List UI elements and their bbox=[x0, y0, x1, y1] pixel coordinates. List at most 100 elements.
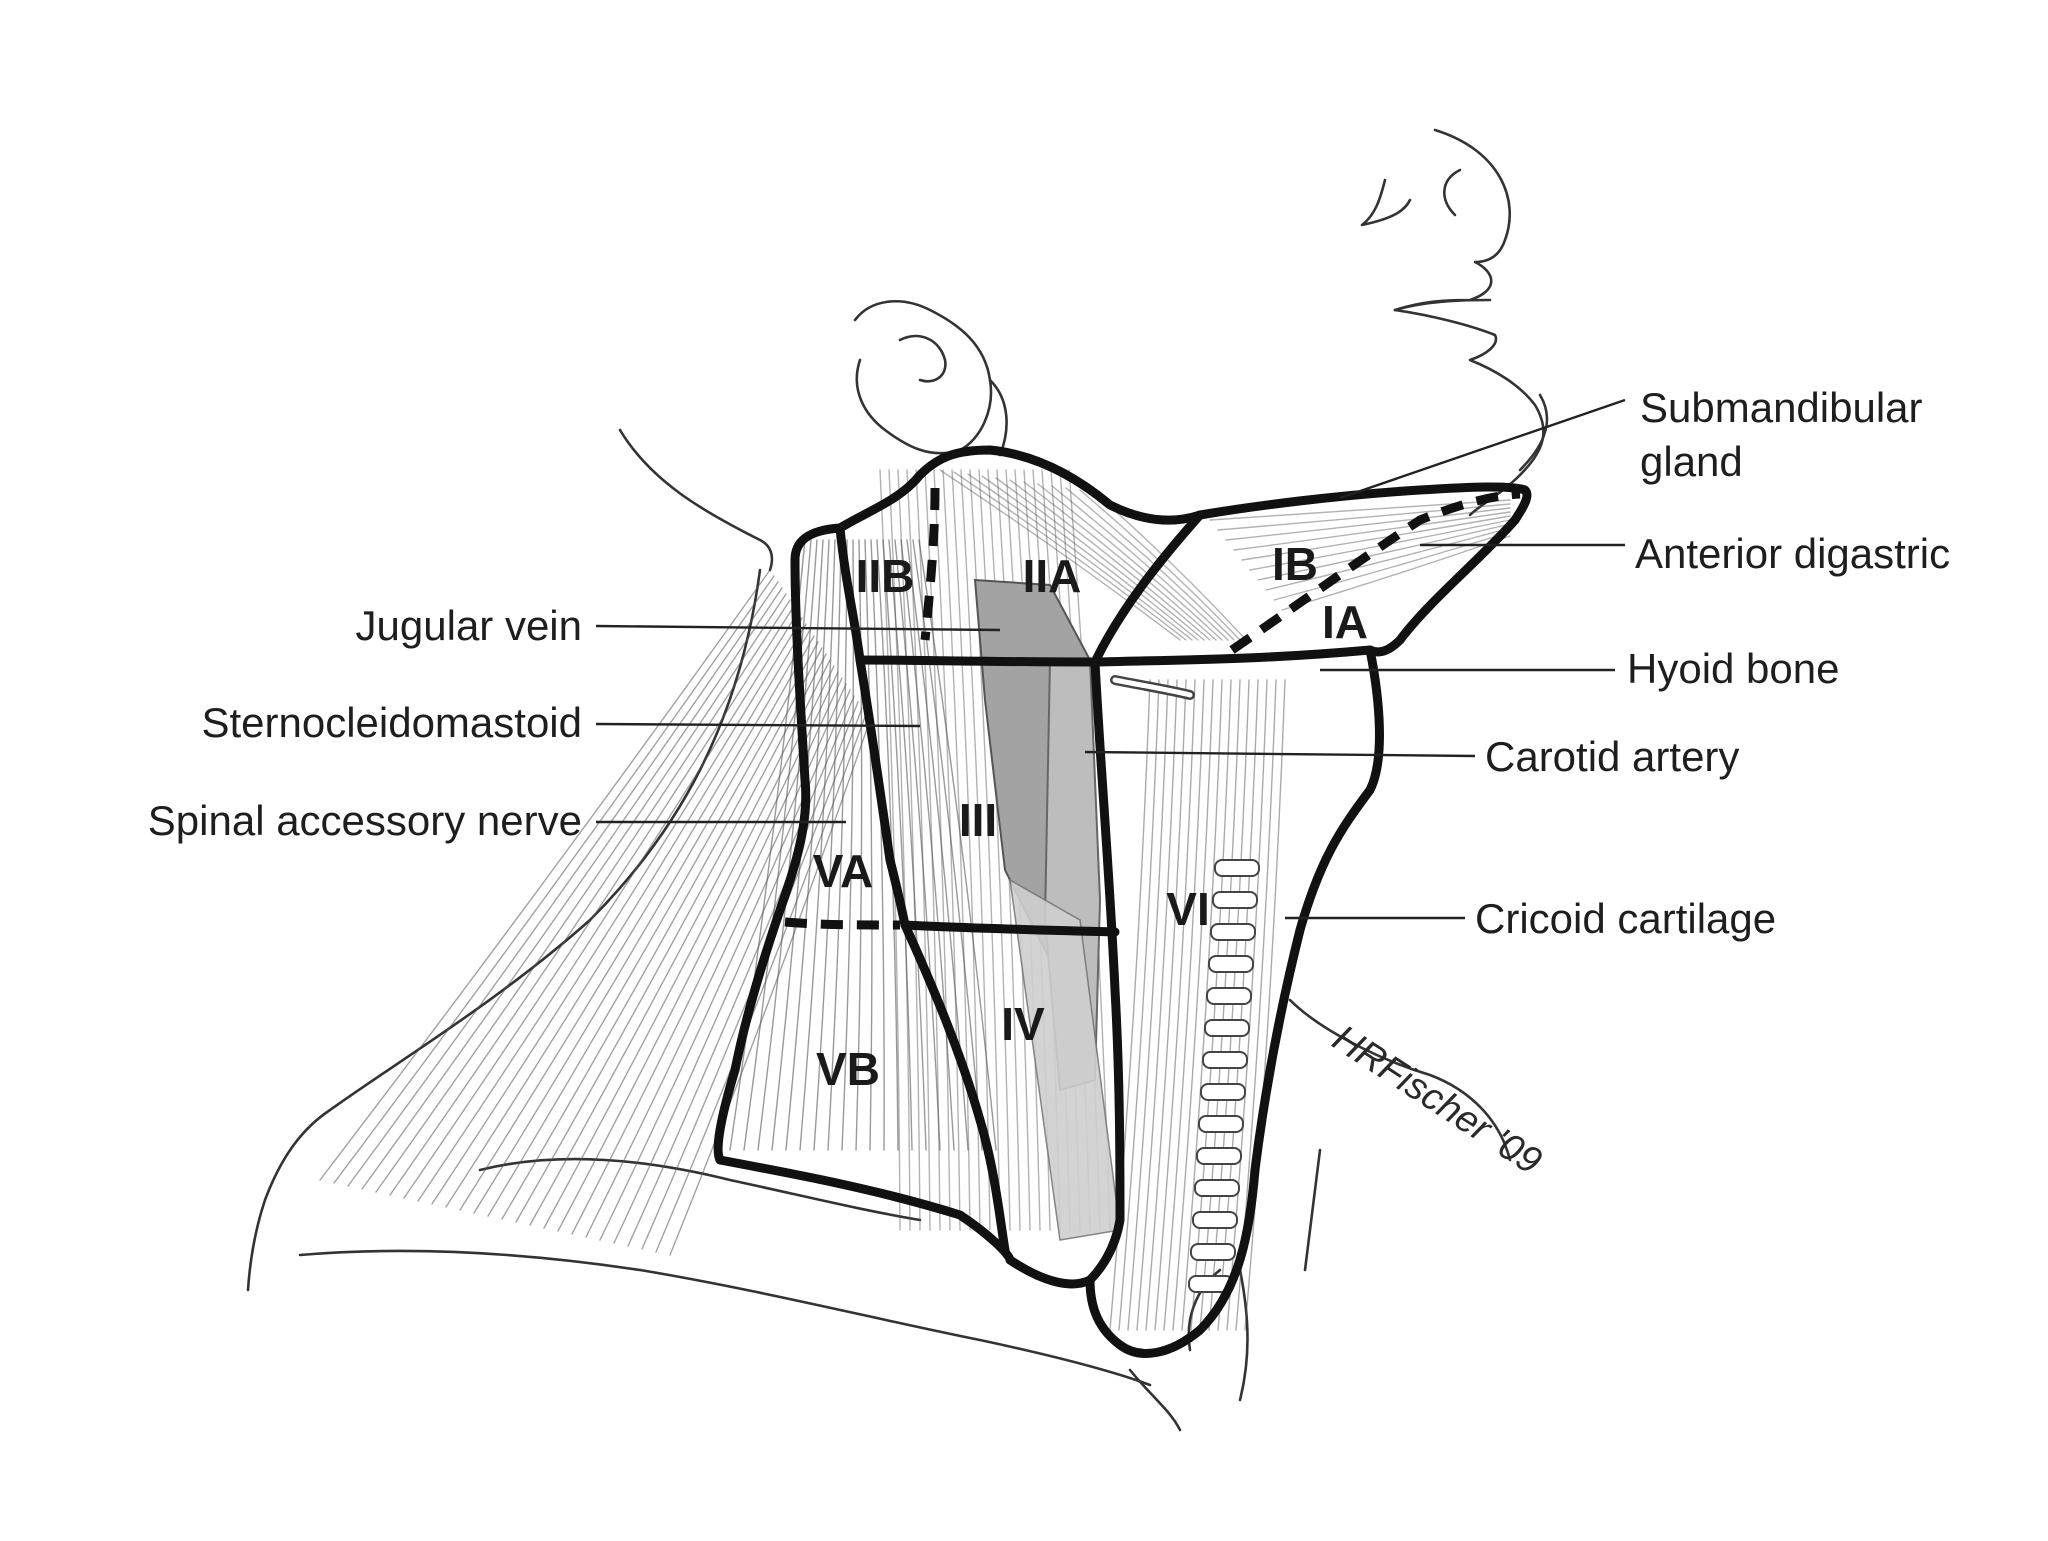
striation bbox=[864, 539, 873, 1151]
striation bbox=[585, 683, 847, 1238]
striation bbox=[870, 539, 885, 1151]
label-submandibular-line1: Submandibular bbox=[1640, 384, 1923, 431]
striation bbox=[967, 473, 1193, 641]
label-cricoid-cartilage: Cricoid cartilage bbox=[1475, 895, 1776, 942]
trachea-ring bbox=[1212, 891, 1258, 909]
striation bbox=[743, 539, 812, 1151]
trachea-ring bbox=[1208, 955, 1254, 973]
body-outline bbox=[246, 128, 1549, 1432]
striation bbox=[1127, 679, 1169, 1331]
striation bbox=[1265, 527, 1511, 591]
trachea-ring bbox=[1204, 1019, 1250, 1037]
trachea-ring bbox=[1200, 1083, 1246, 1101]
striation bbox=[1233, 511, 1511, 551]
leader-jugular bbox=[595, 624, 1001, 632]
striation bbox=[897, 469, 921, 1231]
label-submandibular-line2: gland bbox=[1640, 438, 1743, 485]
level-VB: VB bbox=[816, 1043, 880, 1095]
striation bbox=[813, 539, 842, 1151]
level-IIB: IIB bbox=[856, 550, 915, 602]
striation bbox=[855, 539, 863, 1151]
striation bbox=[939, 469, 1181, 641]
trachea-ring bbox=[1202, 1051, 1248, 1069]
striation bbox=[319, 569, 771, 1181]
striation bbox=[417, 611, 799, 1202]
striation bbox=[978, 469, 1011, 1231]
striation bbox=[627, 701, 859, 1247]
striation bbox=[918, 539, 997, 1151]
level-VI: VI bbox=[1166, 883, 1209, 935]
striation bbox=[933, 469, 961, 1231]
striation bbox=[1079, 489, 1241, 641]
striation bbox=[1118, 679, 1160, 1331]
striation bbox=[669, 719, 871, 1256]
striation bbox=[888, 539, 927, 1151]
striation bbox=[915, 469, 941, 1231]
level-labels: IB IA IIB IIA III VA VI IV VB bbox=[813, 538, 1368, 1095]
striation bbox=[1136, 679, 1178, 1331]
trachea-ring bbox=[1210, 923, 1256, 941]
striation bbox=[403, 605, 795, 1199]
dashed-boundaries bbox=[784, 487, 1521, 930]
trachea-ring bbox=[1190, 1243, 1236, 1261]
muscle-striations bbox=[319, 469, 1511, 1331]
level-IB: IB bbox=[1272, 538, 1318, 590]
level-VA: VA bbox=[813, 845, 874, 897]
striation bbox=[953, 471, 1187, 641]
striation bbox=[473, 635, 815, 1214]
striation bbox=[1181, 679, 1223, 1331]
striation bbox=[1226, 679, 1268, 1331]
trachea-ring bbox=[1198, 1115, 1244, 1133]
striation bbox=[1273, 531, 1511, 601]
striation bbox=[1257, 523, 1511, 581]
striation bbox=[882, 539, 913, 1151]
level-IA: IA bbox=[1322, 596, 1368, 648]
trachea-rings bbox=[1188, 859, 1260, 1293]
striation bbox=[501, 647, 823, 1220]
striation bbox=[1023, 481, 1217, 641]
striation bbox=[375, 593, 787, 1193]
label-jugular-vein: Jugular vein bbox=[356, 602, 582, 649]
striation bbox=[529, 659, 831, 1226]
artist-signature: HRFischer '09 bbox=[1325, 1017, 1549, 1183]
level-IIA: IIA bbox=[1023, 550, 1082, 602]
striation bbox=[900, 539, 955, 1151]
striation bbox=[333, 575, 775, 1184]
striation bbox=[906, 469, 931, 1231]
striation bbox=[879, 469, 901, 1231]
striation bbox=[1154, 679, 1196, 1331]
striation bbox=[445, 623, 807, 1208]
striation bbox=[912, 539, 983, 1151]
label-sternocleidomastoid: Sternocleidomastoid bbox=[201, 699, 582, 746]
striation bbox=[543, 665, 835, 1229]
striation bbox=[1225, 507, 1511, 541]
striation bbox=[1209, 499, 1511, 521]
striation bbox=[799, 539, 836, 1151]
striation bbox=[1217, 503, 1511, 531]
striation bbox=[1051, 485, 1229, 641]
trachea-ring bbox=[1214, 859, 1260, 877]
label-spinal-accessory-nerve: Spinal accessory nerve bbox=[148, 797, 582, 844]
striation bbox=[613, 695, 855, 1244]
striation bbox=[981, 475, 1199, 641]
striation bbox=[942, 469, 971, 1231]
label-hyoid-bone: Hyoid bone bbox=[1627, 645, 1839, 692]
leader-submandibular bbox=[1339, 398, 1626, 500]
level-boundaries bbox=[713, 445, 1532, 1358]
striation bbox=[487, 641, 819, 1217]
trachea-ring bbox=[1192, 1211, 1238, 1229]
striation bbox=[785, 539, 830, 1151]
striation bbox=[347, 581, 779, 1187]
striation bbox=[995, 477, 1205, 641]
striation bbox=[757, 539, 818, 1151]
striation bbox=[361, 587, 783, 1190]
trachea-ring bbox=[1196, 1147, 1242, 1165]
leader-carotid bbox=[1084, 750, 1476, 758]
striation bbox=[1037, 483, 1223, 641]
trachea-ring bbox=[1206, 987, 1252, 1005]
striation bbox=[1172, 679, 1214, 1331]
striation bbox=[960, 469, 991, 1231]
label-anterior-digastric: Anterior digastric bbox=[1635, 530, 1950, 577]
